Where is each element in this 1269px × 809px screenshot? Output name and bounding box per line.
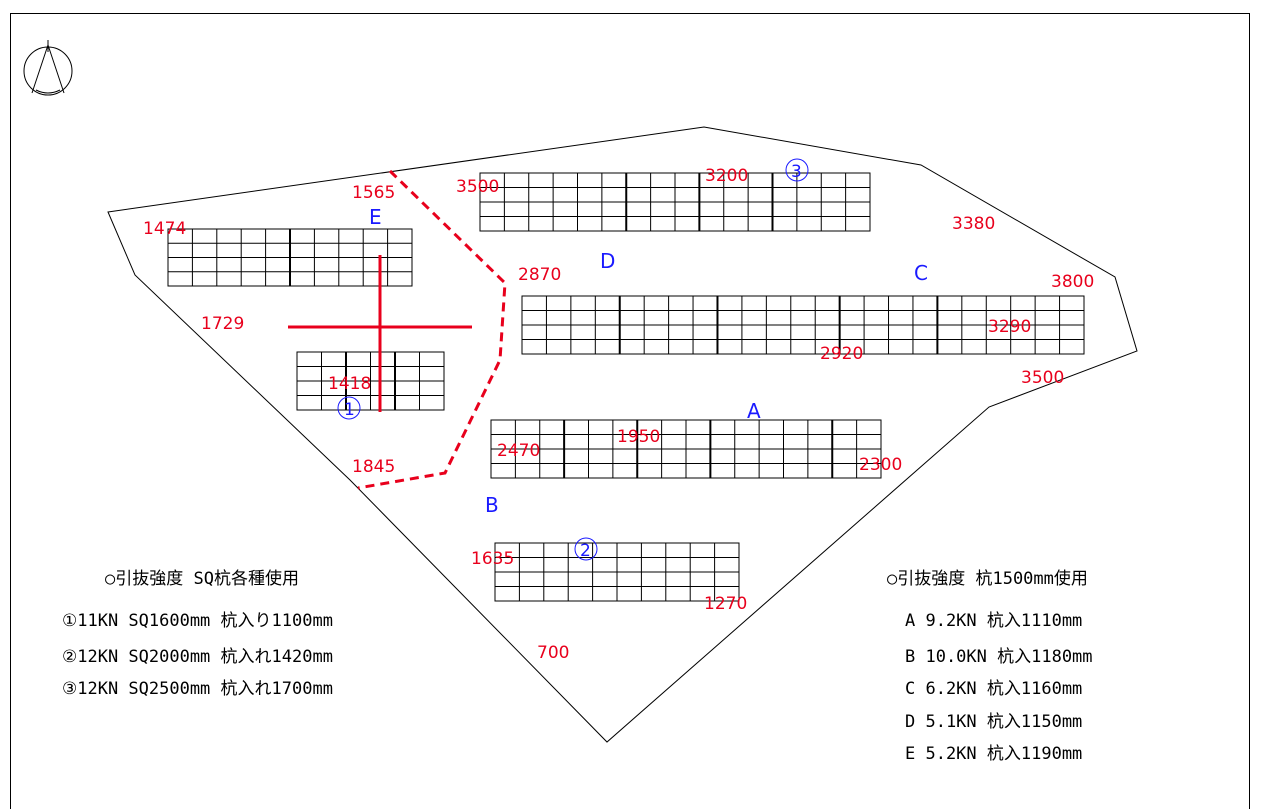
svg-text:1: 1 xyxy=(344,400,355,420)
dim-2870: 2870 xyxy=(518,265,561,285)
legend-left-row: ①11KN SQ1600mm 杭入り1100mm xyxy=(62,611,333,631)
dim-2470: 2470 xyxy=(497,441,540,461)
marker-3: 3 xyxy=(785,158,809,182)
site-boundary xyxy=(107,126,1138,743)
svg-text:2: 2 xyxy=(580,541,591,561)
dim-700: 700 xyxy=(537,643,569,663)
zone-label-c: C xyxy=(914,261,928,285)
north-arrow-icon xyxy=(23,40,73,96)
dim-2300: 2300 xyxy=(859,455,902,475)
zone-label-b: B xyxy=(485,493,499,517)
dim-1270: 1270 xyxy=(704,594,747,614)
legend-right: ○引抜強度 杭1500mm使用 A 9.2KN 杭入1110mm B 10.0K… xyxy=(887,568,1093,764)
dim-3380: 3380 xyxy=(952,214,995,234)
dim-3500-top: 3500 xyxy=(456,177,499,197)
dim-1565: 1565 xyxy=(352,183,395,203)
legend-right-title: ○引抜強度 杭1500mm使用 xyxy=(887,568,1088,589)
dim-3500-right: 3500 xyxy=(1021,368,1064,388)
panel-array-a xyxy=(490,419,882,479)
panel-arrays xyxy=(167,172,1085,602)
dim-3200: 3200 xyxy=(705,166,748,186)
legend-right-row: B 10.0KN 杭入1180mm xyxy=(905,647,1093,667)
dim-1418: 1418 xyxy=(328,374,371,394)
dim-1950: 1950 xyxy=(617,427,660,447)
dim-2920: 2920 xyxy=(820,344,863,364)
dim-1474: 1474 xyxy=(143,219,186,239)
legend-right-row: D 5.1KN 杭入1150mm xyxy=(905,712,1082,732)
panel-array-c xyxy=(521,295,1085,355)
legend-left-row: ③12KN SQ2500mm 杭入れ1700mm xyxy=(62,679,333,699)
legend-right-row: C 6.2KN 杭入1160mm xyxy=(905,679,1082,699)
legend-left: ○引抜強度 SQ杭各種使用 ①11KN SQ1600mm 杭入り1100mm ②… xyxy=(62,568,333,699)
legend-right-row: E 5.2KN 杭入1190mm xyxy=(905,744,1082,764)
dim-3800: 3800 xyxy=(1051,272,1094,292)
zone-label-e: E xyxy=(369,205,382,229)
panel-array-e xyxy=(167,228,413,287)
dashed-boundary xyxy=(357,169,507,490)
dim-1729: 1729 xyxy=(201,314,244,334)
legend-right-row: A 9.2KN 杭入1110mm xyxy=(905,611,1082,631)
svg-text:3: 3 xyxy=(791,162,802,182)
dim-1635: 1635 xyxy=(471,549,514,569)
dim-3290: 3290 xyxy=(988,317,1031,337)
panel-array-2 xyxy=(494,542,740,602)
panel-array-1 xyxy=(296,351,445,411)
red-cross-marker xyxy=(288,255,472,412)
zone-label-d: D xyxy=(600,249,615,273)
marker-1: ① 1 xyxy=(337,396,361,420)
marker-2: 2 xyxy=(574,537,598,561)
panel-array-3 xyxy=(479,172,871,232)
drawing-frame xyxy=(10,13,1250,809)
legend-left-row: ②12KN SQ2000mm 杭入れ1420mm xyxy=(62,647,333,667)
dim-1845: 1845 xyxy=(352,457,395,477)
legend-left-title: ○引抜強度 SQ杭各種使用 xyxy=(105,568,299,589)
zone-label-a: A xyxy=(747,399,761,423)
